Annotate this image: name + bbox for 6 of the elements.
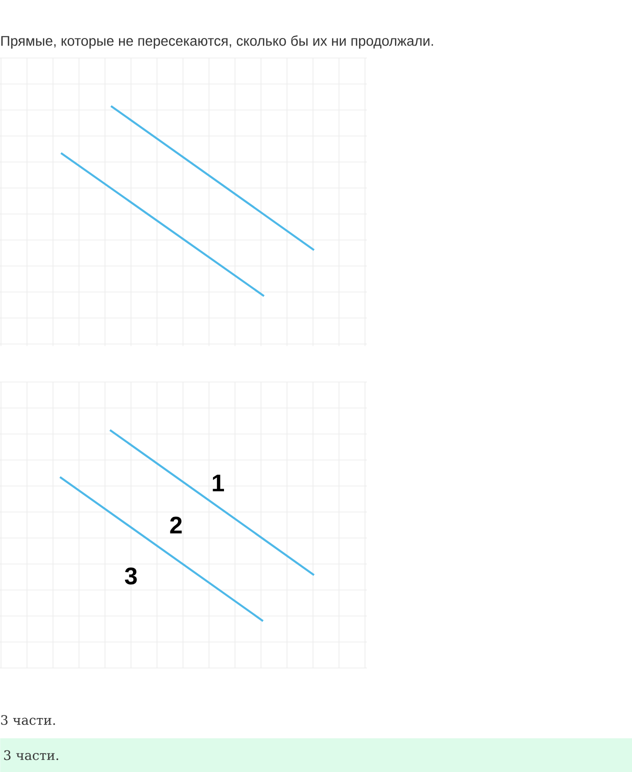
region-number: 3: [124, 568, 137, 585]
region-number: 1: [212, 474, 224, 492]
region-number: 2: [170, 516, 182, 534]
answer-text: 3 части.: [1, 715, 55, 725]
sentence: Прямые, которые не пересекаются, сколько бы их ни продолжали.: [1, 35, 433, 49]
answer-band: 3 части.: [0, 738, 632, 772]
